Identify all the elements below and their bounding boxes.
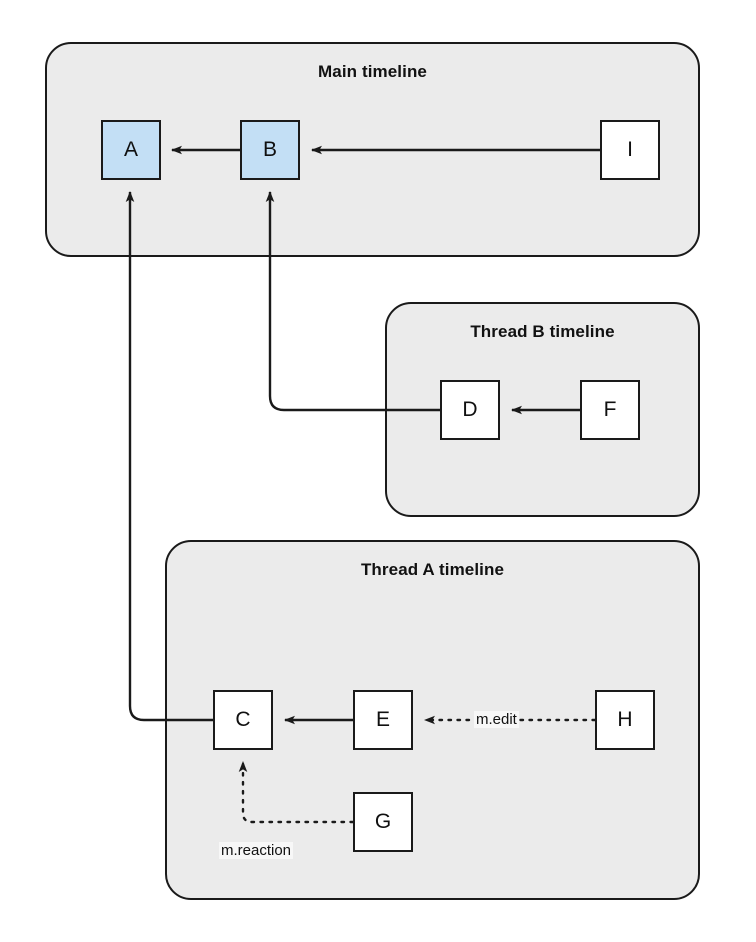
node-f-label: F <box>603 398 617 421</box>
node-i[interactable]: I <box>600 120 660 180</box>
edge-label-m-reaction: m.reaction <box>219 842 294 859</box>
node-a-label: A <box>123 138 138 161</box>
group-title-thread-a-timeline: Thread A timeline <box>360 560 505 579</box>
node-h[interactable]: H <box>595 690 655 750</box>
node-f[interactable]: F <box>580 380 640 440</box>
node-d[interactable]: D <box>440 380 500 440</box>
node-g-label: G <box>374 810 392 833</box>
group-title-thread-b-timeline: Thread B timeline <box>470 322 615 341</box>
node-i-label: I <box>627 138 633 161</box>
node-e-label: E <box>375 708 390 731</box>
node-a[interactable]: A <box>101 120 161 180</box>
node-c-label: C <box>235 708 251 731</box>
node-b[interactable]: B <box>240 120 300 180</box>
group-thread-b-timeline: Thread B timeline <box>385 302 700 517</box>
node-e[interactable]: E <box>353 690 413 750</box>
node-b-label: B <box>262 138 277 161</box>
group-title-main-timeline: Main timeline <box>318 62 427 81</box>
edge-label-m-edit: m.edit <box>474 711 519 728</box>
node-h-label: H <box>617 708 633 731</box>
node-c[interactable]: C <box>213 690 273 750</box>
node-g[interactable]: G <box>353 792 413 852</box>
node-d-label: D <box>462 398 478 421</box>
